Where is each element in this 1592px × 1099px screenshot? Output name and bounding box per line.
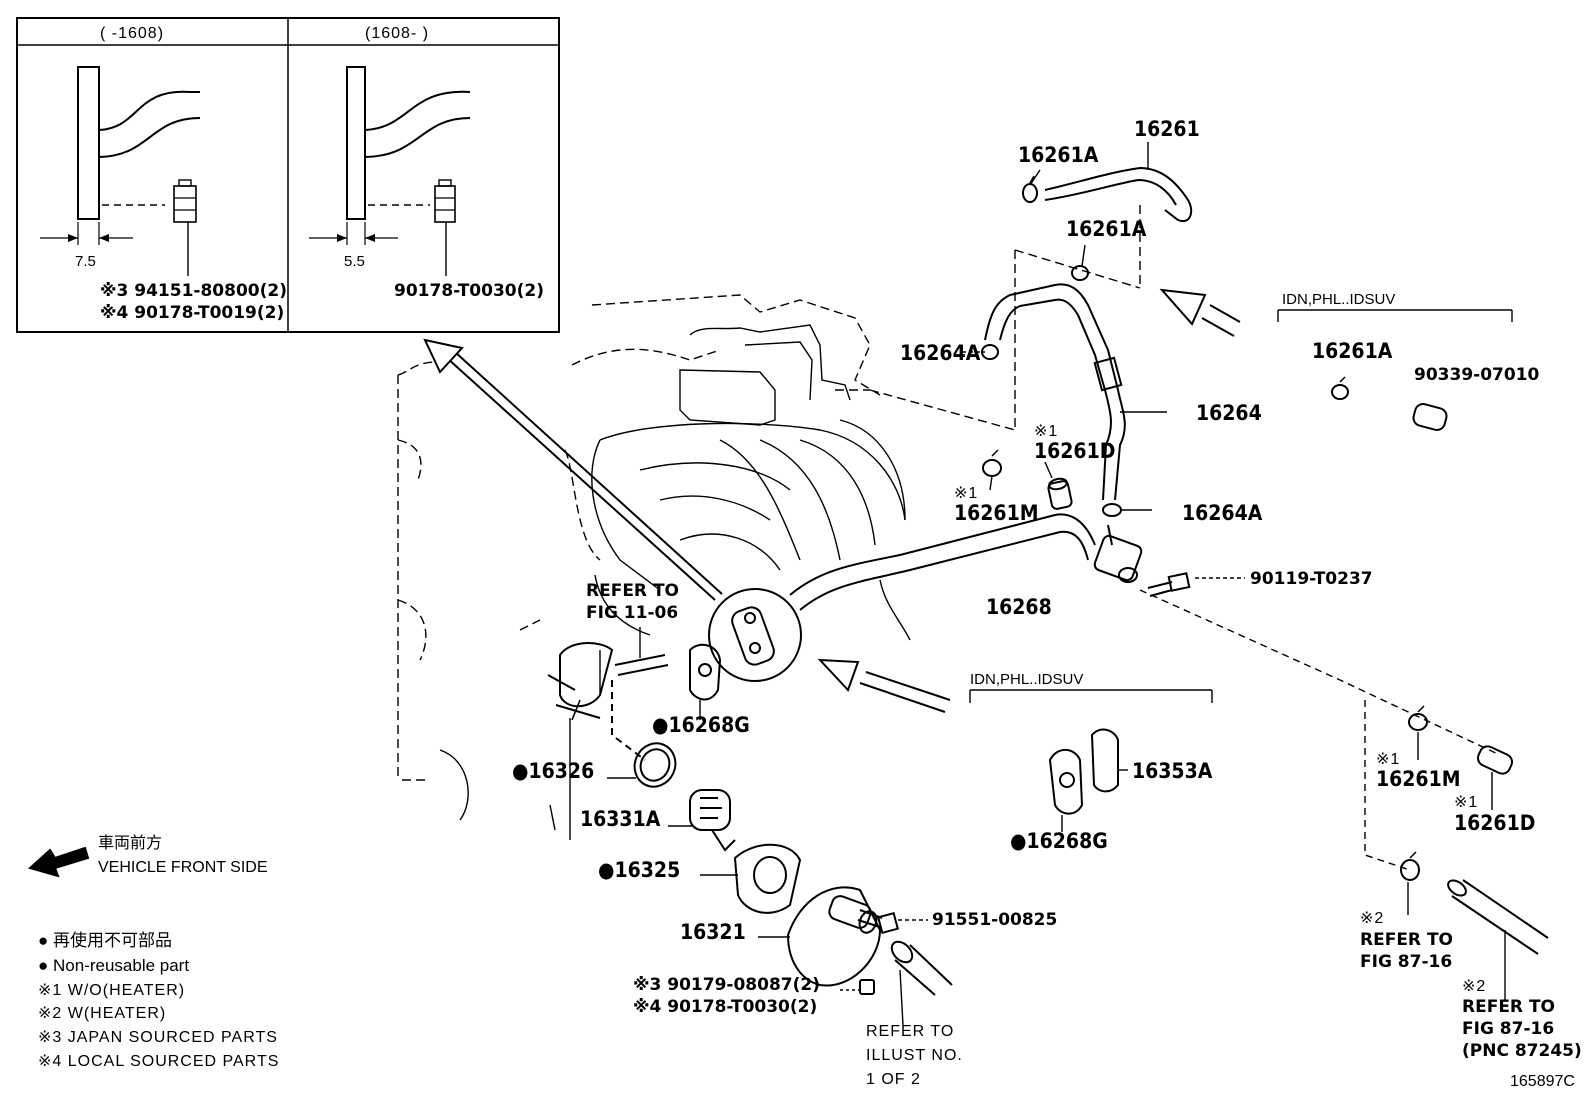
label-16261m-mid: 16261M [954,501,1039,525]
engine-outline [397,205,1141,781]
mark-1-b: ※1 [954,485,978,502]
label-16261: 16261 [1134,117,1200,141]
refer-illust-2: ILLUST NO. [866,1047,963,1064]
label-16264a-left: 16264A [900,341,981,365]
legend-nonreusable-en: ● Non-reusable part [38,956,189,975]
label-16326: ●16326 [512,759,594,783]
engine-body [439,324,911,831]
legend-note-2: ※2 W(HEATER) [38,1005,166,1022]
hose-16264 [962,244,1167,517]
label-16261a-top: 16261A [1018,143,1099,167]
refer-fig87-a2: FIG 87-16 [1360,952,1452,972]
legend-note-1: ※1 W/O(HEATER) [38,982,185,999]
vehicle-front-en: VEHICLE FRONT SIDE [98,859,268,876]
label-16331a: 16331A [580,807,661,831]
refer-fig87-b2: FIG 87-16 [1462,1019,1554,1039]
label-16268: 16268 [986,595,1052,619]
mark-1-a: ※1 [1034,423,1058,440]
label-91551: 91551-00825 [932,910,1057,930]
refer-fig87-b3: (PNC 87245) [1462,1041,1582,1061]
hose-16261 [1022,142,1193,223]
refer-illust-1: REFER TO [866,1023,954,1040]
label-16261m-right: 16261M [1376,767,1461,791]
label-16268g-bot: ●16268G [1010,829,1108,853]
idn-mid-parts [969,689,1213,832]
sleeve-and-clip-mid [982,449,1073,510]
mark-1-c: ※1 [1376,751,1400,768]
inset-part-left-a: ※3 94151-80800(2) [100,281,287,301]
vehicle-front-jp: 車両前方 [98,834,162,852]
label-16264: 16264 [1196,401,1262,425]
legend-note-3: ※3 JAPAN SOURCED PARTS [38,1029,278,1046]
label-16261a-mid: 16261A [1066,217,1147,241]
bolt-90119 [1147,572,1245,597]
inset-header-left: ( -1608) [100,25,164,42]
refer-illust-3: 1 OF 2 [866,1071,921,1088]
legend-nonreusable-jp: ● 再使用不可部品 [38,930,172,950]
pointer-arrows [423,288,1241,713]
inset-details [40,179,456,276]
label-16325: ●16325 [598,858,680,882]
label-16264a-right: 16264A [1182,501,1263,525]
label-16353a: 16353A [1132,759,1213,783]
inset-part-right: 90178-T0030(2) [394,281,544,301]
label-16261a-right: 16261A [1312,339,1393,363]
label-90119: 90119-T0237 [1250,569,1373,589]
refer-fig87-b1: REFER TO [1462,997,1555,1017]
bypass-pipe-16268 [789,513,1143,611]
inset-dim-left: 7.5 [75,253,96,270]
vehicle-front-arrow-icon [27,846,90,878]
legend-note-4: ※4 LOCAL SOURCED PARTS [38,1053,279,1070]
idn-mid-label: IDN,PHL..IDSUV [970,671,1083,688]
label-90178: ※4 90178-T0030(2) [633,997,817,1017]
magnify-circle [708,588,802,682]
mark-2-b: ※2 [1462,978,1486,995]
mark-2-a: ※2 [1360,910,1384,927]
mark-1-d: ※1 [1454,794,1478,811]
refer-fig11-line1: REFER TO [586,581,679,601]
inset-header-right: (1608- ) [365,25,429,42]
idn-top-label: IDN,PHL..IDSUV [1282,291,1395,308]
refer-fig87-a1: REFER TO [1360,930,1453,950]
label-16261d-mid: 16261D [1034,439,1115,463]
label-16268g-top: ●16268G [652,713,750,737]
label-16261d-right: 16261D [1454,811,1535,835]
inset-dim-right: 5.5 [344,253,365,270]
thermostat-parts [547,627,953,1026]
label-90179: ※3 90179-08087(2) [633,975,820,995]
inset-part-left-b: ※4 90178-T0019(2) [100,303,284,323]
figure-id: 165897C [1510,1073,1575,1090]
version-inset [16,17,560,333]
refer-fig11-line2: FIG 11-06 [586,603,678,623]
right-hoses [1139,589,1549,1000]
label-90339: 90339-07010 [1414,365,1540,385]
idn-right-parts [1277,309,1513,431]
label-16321: 16321 [680,920,746,944]
